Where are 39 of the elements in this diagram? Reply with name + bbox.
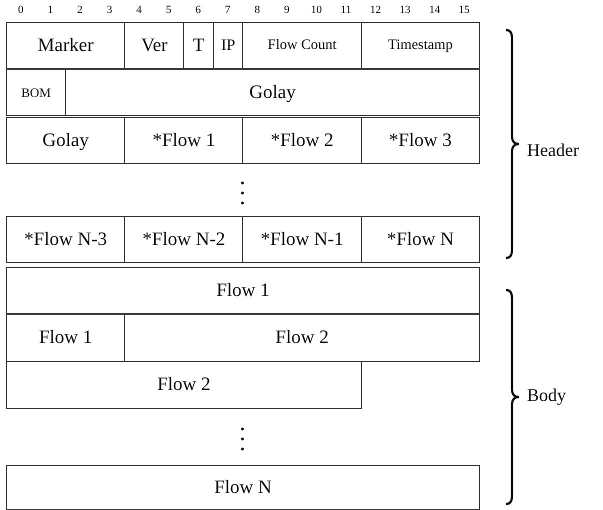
- bit-number: 3: [106, 4, 114, 16]
- packet-field: *Flow N: [360, 216, 480, 263]
- bit-number: 11: [340, 4, 352, 16]
- bit-number: 5: [164, 4, 172, 16]
- bit-number: 9: [283, 4, 291, 16]
- bit-number: 4: [135, 4, 143, 16]
- packet-field: Flow 1: [6, 267, 480, 314]
- bit-number: 14: [428, 4, 442, 16]
- bit-number: 6: [194, 4, 202, 16]
- bit-number: 12: [368, 4, 382, 16]
- bit-number: 15: [458, 4, 471, 16]
- bit-number: 2: [76, 4, 84, 16]
- packet-field: Marker: [6, 22, 126, 69]
- packet-field: Flow Count: [242, 22, 362, 69]
- packet-field: Golay: [6, 117, 126, 164]
- packet-field: BOM: [6, 69, 66, 116]
- packet-field: *Flow 1: [124, 117, 244, 164]
- packet-field: *Flow N-2: [124, 216, 244, 263]
- packet-field: Flow 2: [124, 314, 480, 362]
- bit-number: 0: [17, 4, 25, 16]
- bit-number: 10: [310, 4, 323, 16]
- bit-number: 8: [253, 4, 261, 16]
- bit-number: 13: [398, 4, 412, 16]
- packet-field: *Flow N-3: [6, 216, 126, 263]
- packet-field: Golay: [65, 69, 480, 116]
- packet-field: Ver: [124, 22, 184, 69]
- packet-field: Flow 1: [6, 314, 126, 362]
- packet-field: T: [183, 22, 214, 69]
- packet-field: Flow N: [6, 465, 480, 510]
- packet-field: Timestamp: [360, 22, 480, 69]
- packet-field: IP: [212, 22, 244, 69]
- packet-field: Flow 2: [6, 361, 362, 409]
- section-label: Header: [527, 140, 579, 161]
- bit-number: 7: [224, 4, 232, 16]
- packet-field: *Flow N-1: [242, 216, 362, 263]
- packet-field: *Flow 2: [242, 117, 362, 164]
- packet-field: *Flow 3: [360, 117, 480, 164]
- bit-number: 1: [46, 4, 54, 16]
- section-label: Body: [527, 385, 566, 406]
